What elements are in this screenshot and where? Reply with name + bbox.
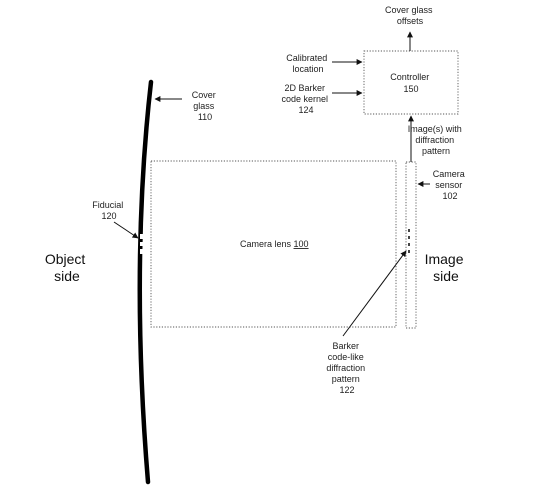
controller-box <box>363 50 459 115</box>
label-camera-sensor: Camera sensor 102 <box>433 169 468 201</box>
arrow-to-diffraction-pattern <box>342 250 407 337</box>
label-fiducial: Fiducial 120 <box>92 200 126 221</box>
label-object-side: Object side <box>45 251 89 284</box>
diffraction-pattern-marks <box>408 229 410 253</box>
label-controller: Controller 150 <box>390 72 432 94</box>
label-cover-glass: Cover glass 110 <box>192 90 219 122</box>
label-cover-glass-offsets: Cover glass offsets <box>385 5 435 26</box>
arrow-to-fiducial <box>113 221 139 239</box>
label-calibrated-location: Calibrated location <box>286 53 330 74</box>
cover-glass-curve <box>137 79 154 485</box>
label-barker-kernel: 2D Barker code kernel 124 <box>281 83 330 115</box>
camera-lens-box <box>150 160 397 328</box>
label-images-with-pattern: Image(s) with diffraction pattern <box>408 124 465 156</box>
label-diffraction-pattern: Barker code-like diffraction pattern 122 <box>326 341 367 395</box>
label-camera-lens: Camera lens 100 <box>240 239 309 249</box>
label-image-side: Image side <box>425 251 468 284</box>
fiducial-marks <box>140 234 143 254</box>
camera-sensor-strip <box>405 161 417 329</box>
